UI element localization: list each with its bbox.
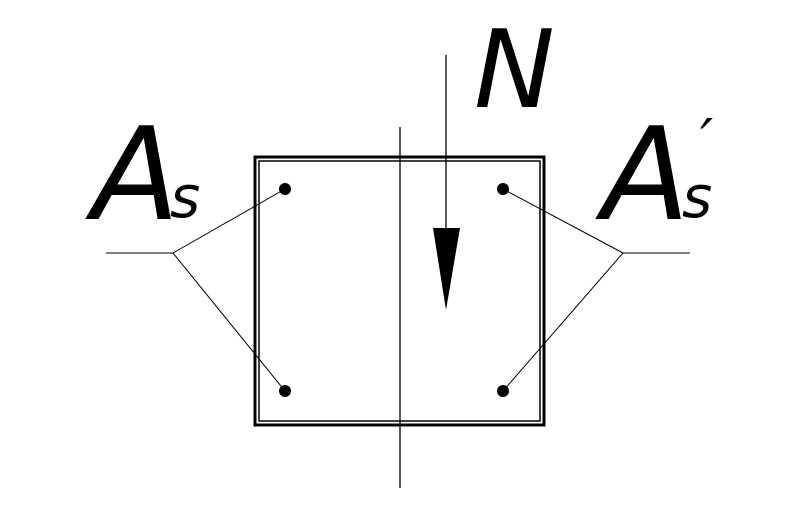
axial-force-label: N [474, 8, 555, 133]
steel-area-left-label: A [85, 101, 180, 250]
steel-area-right-prime: ′ [700, 106, 713, 174]
steel-area-left-subscript: s [170, 163, 200, 231]
leader-right [502, 188, 690, 392]
rebar-group [279, 183, 509, 397]
leader-left [106, 188, 286, 392]
steel-area-right-subscript: s [682, 163, 712, 231]
force-arrowhead [433, 228, 460, 310]
steel-area-right-label: A [595, 101, 690, 250]
